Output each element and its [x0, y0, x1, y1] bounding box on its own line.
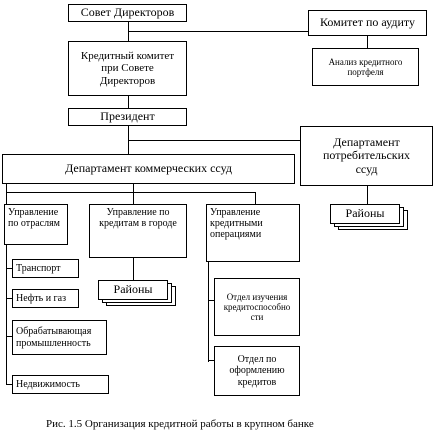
connector-commercial-branches [6, 192, 256, 193]
board-of-directors-box: Совет Директоров [68, 4, 187, 22]
city-credit-management-box: Управление по кредитам в городе [89, 204, 187, 258]
connector-president-to-consumer [128, 140, 300, 141]
connector-to-manufacturing [6, 336, 12, 337]
credit-committee-box: Кредитный комитет при Совете Директоров [68, 41, 187, 96]
figure-caption: Рис. 1.5 Организация кредитной работы в … [46, 418, 314, 430]
credit-operations-management-box: Управление кредитными операциями [206, 204, 300, 262]
creditworthiness-dept-box: Отдел изучения кредитоспособно сти [214, 278, 300, 336]
connector-to-oil-gas [6, 298, 12, 299]
connector-ops-departments [208, 262, 209, 362]
real-estate-box: Недвижимость [12, 375, 109, 394]
connector-to-industry [6, 184, 7, 204]
connector-to-credit-ops [255, 192, 256, 204]
regions-city-box: Районы [98, 280, 168, 300]
consumer-loans-dept-box: Департамент потребительских ссуд [300, 126, 433, 186]
connector-to-loan-processing [208, 360, 214, 361]
oil-gas-box: Нефть и газ [12, 289, 79, 308]
connector-to-transport [6, 268, 12, 269]
connector-board-to-audit [128, 31, 308, 32]
connector-city-to-regions [133, 258, 134, 280]
connector-industry-sectors [6, 245, 7, 385]
loan-processing-dept-box: Отдел по оформлению кредитов [214, 346, 300, 396]
connector-audit-to-analysis [367, 36, 368, 48]
connector-to-real-estate [6, 384, 12, 385]
transport-box: Транспорт [12, 259, 79, 278]
manufacturing-box: Обрабатывающая промышленность [12, 320, 107, 355]
audit-committee-box: Комитет по аудиту [308, 10, 427, 36]
industry-management-box: Управление по отраслям [4, 204, 68, 245]
connector-to-creditworthiness [208, 300, 214, 301]
president-box: Президент [68, 108, 187, 126]
portfolio-analysis-box: Анализ кредитного портфеля [312, 48, 419, 86]
regions-consumer-box: Районы [330, 204, 400, 224]
connector-to-city-credit [133, 184, 134, 204]
commercial-loans-dept-box: Департамент коммерческих ссуд [2, 154, 295, 184]
connector-committee-to-president [128, 96, 129, 108]
connector-consumer-to-regions [367, 186, 368, 204]
